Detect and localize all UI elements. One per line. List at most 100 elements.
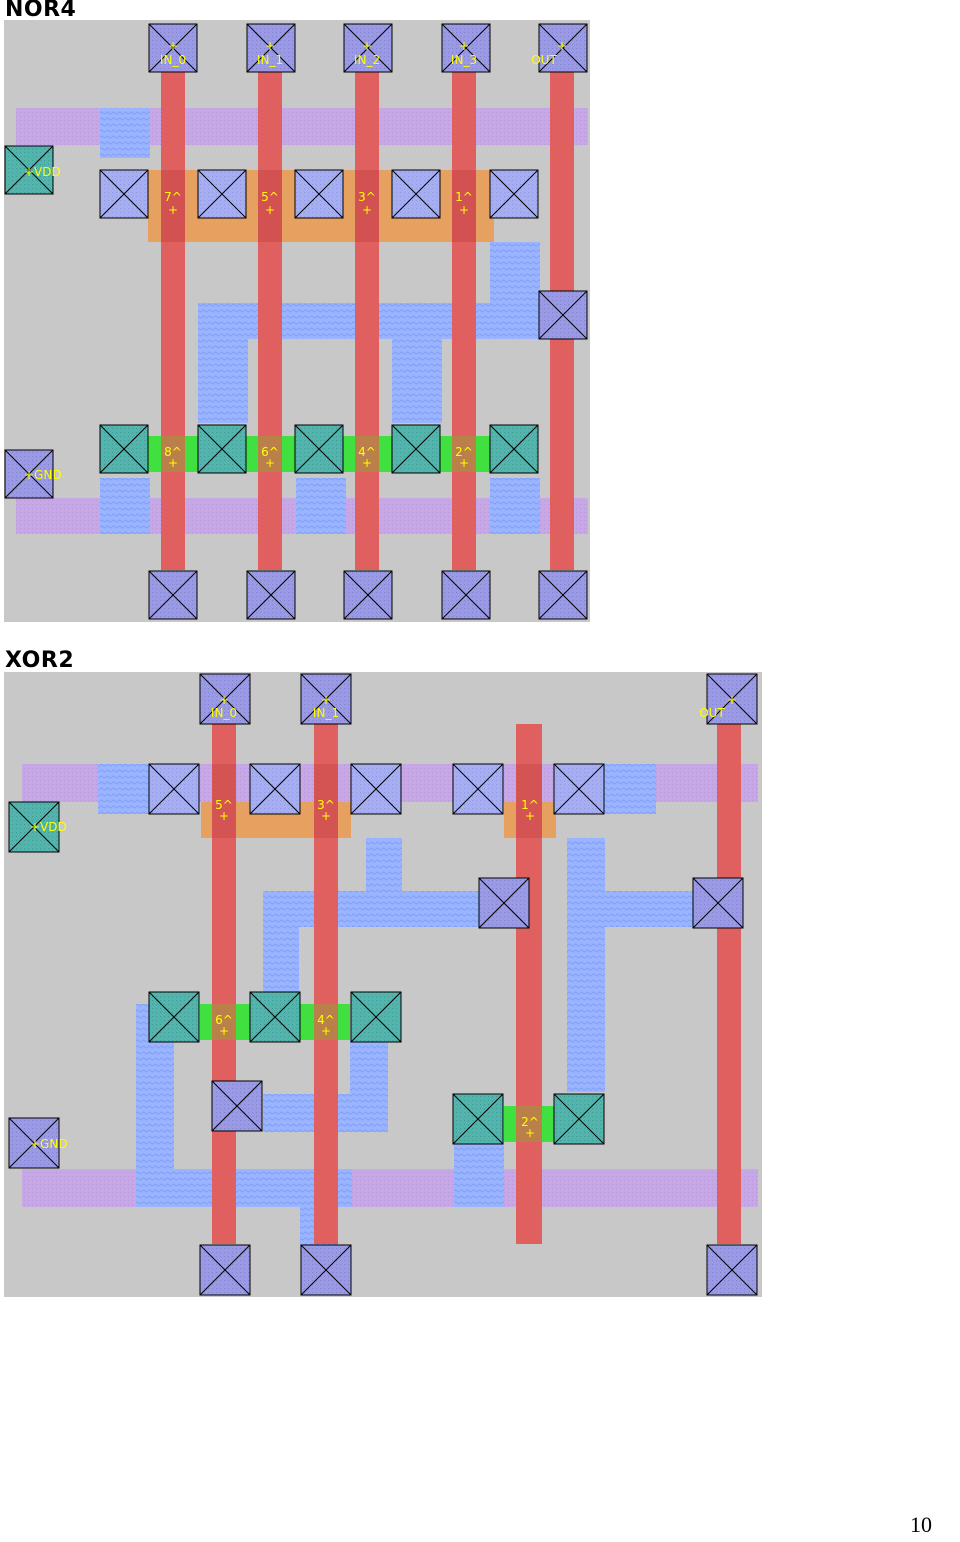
- vdd-pin: [8, 801, 60, 853]
- svg-text:+: +: [321, 1024, 331, 1038]
- n-gate-2: [516, 1106, 542, 1142]
- port-label-out: OUT: [699, 706, 725, 720]
- svg-text:+: +: [557, 39, 567, 53]
- vdd-tap-right: [604, 764, 656, 814]
- gnd-tap-metal1-b: [296, 478, 346, 534]
- gnd-rail-metal2: [22, 1169, 758, 1207]
- p-drain-stub: [366, 838, 402, 894]
- nor4-layout: +IN_0+IN_1+IN_2+IN_3+OUT+VDD+GND7^+5^+3^…: [4, 20, 590, 622]
- vdd-label: +VDD: [24, 165, 61, 179]
- p-gate-0: [161, 170, 185, 242]
- bottom-pin-0: [199, 1244, 251, 1296]
- poly-column-0: [161, 68, 185, 570]
- n-contact-2: [350, 991, 402, 1043]
- svg-text:+: +: [321, 693, 331, 707]
- port-label-in_3: IN_3: [451, 53, 477, 67]
- n-node-2: 2^: [521, 1115, 539, 1129]
- p-contact-1: [197, 169, 247, 219]
- svg-text:+: +: [168, 456, 178, 470]
- gnd-label: +GND: [30, 1137, 68, 1151]
- svg-text:+: +: [265, 203, 275, 217]
- svg-text:+: +: [362, 203, 372, 217]
- n-gate-0: [161, 436, 185, 472]
- p-contact-3: [452, 763, 504, 815]
- n-contact-r0: [452, 1093, 504, 1145]
- n-contact-2: [294, 424, 344, 474]
- port-label-in_1: IN_1: [257, 53, 283, 67]
- p-node-0: 5^: [215, 798, 233, 812]
- gnd-tap-metal1-a: [100, 478, 150, 534]
- gnd-pin: [4, 449, 54, 499]
- p-contact-0: [148, 763, 200, 815]
- n-node-2: 4^: [358, 445, 376, 459]
- svg-text:+: +: [265, 456, 275, 470]
- gnd-label: +GND: [24, 468, 62, 482]
- bottom-pin-1: [246, 570, 296, 620]
- top-pin-1: [300, 673, 352, 725]
- n-contact-0: [99, 424, 149, 474]
- top-pin-4: [538, 23, 588, 73]
- port-label-in_1: IN_1: [313, 706, 339, 720]
- p-contact-3: [391, 169, 441, 219]
- svg-text:+: +: [265, 39, 275, 53]
- bottom-pin-2: [706, 1244, 758, 1296]
- n-contact-1: [249, 991, 301, 1043]
- top-pin-0: [199, 673, 251, 725]
- n-node-1: 4^: [317, 1013, 335, 1027]
- gnd-tap-right: [454, 1144, 504, 1207]
- n-contact-1: [197, 424, 247, 474]
- p-gate-2: [516, 764, 542, 838]
- right-column-metal1: [567, 838, 605, 1092]
- vdd-tap-left: [98, 764, 150, 814]
- port-label-in_0: IN_0: [211, 706, 237, 720]
- p-node-1: 5^: [261, 190, 279, 204]
- n-gate-1: [258, 436, 282, 472]
- n-contact-4: [489, 424, 539, 474]
- p-contact-4: [489, 169, 539, 219]
- svg-text:+: +: [525, 1126, 535, 1140]
- n-drain-metal1-b: [392, 303, 442, 423]
- p-gate-2: [355, 170, 379, 242]
- svg-text:+: +: [219, 809, 229, 823]
- mid-drop-metal1: [263, 891, 299, 1007]
- top-pin-1: [246, 23, 296, 73]
- gnd-pin: [8, 1117, 60, 1169]
- svg-text:+: +: [321, 809, 331, 823]
- p-node-0: 7^: [164, 190, 182, 204]
- p-node-2: 1^: [521, 798, 539, 812]
- bottom-pin-4: [538, 570, 588, 620]
- p-gate-0: [212, 764, 236, 838]
- vdd-label: +VDD: [30, 820, 67, 834]
- n-node-3: 2^: [455, 445, 473, 459]
- poly-column-3: [452, 68, 476, 570]
- poly-out: [717, 724, 741, 1244]
- p-node-2: 3^: [358, 190, 376, 204]
- p-contact-1: [249, 763, 301, 815]
- page-number: 10: [910, 1512, 932, 1537]
- svg-text:+: +: [168, 203, 178, 217]
- svg-text:+: +: [219, 693, 229, 707]
- p-node-3: 1^: [455, 190, 473, 204]
- svg-text:+: +: [219, 1024, 229, 1038]
- vdd-tap-metal1: [100, 108, 150, 158]
- n-gate-0: [212, 1004, 236, 1040]
- n-contact-0: [148, 991, 200, 1043]
- n-gate-1: [314, 1004, 338, 1040]
- p-contact-4: [553, 763, 605, 815]
- gnd-tap-metal1-c: [490, 478, 540, 534]
- poly-column-2: [355, 68, 379, 570]
- bottom-pin-3: [441, 570, 491, 620]
- svg-text:+: +: [459, 39, 469, 53]
- p-gate-1: [258, 170, 282, 242]
- p-contact-0: [99, 169, 149, 219]
- p-gate-3: [452, 170, 476, 242]
- p-contact-2: [350, 763, 402, 815]
- svg-text:+: +: [727, 693, 737, 707]
- n-drain-metal1-a: [198, 303, 248, 423]
- top-pin-0: [148, 23, 198, 73]
- p-node-1: 3^: [317, 798, 335, 812]
- bottom-pin-1: [300, 1244, 352, 1296]
- out-via: [538, 290, 588, 340]
- mid-via: [478, 877, 530, 929]
- svg-text:+: +: [362, 456, 372, 470]
